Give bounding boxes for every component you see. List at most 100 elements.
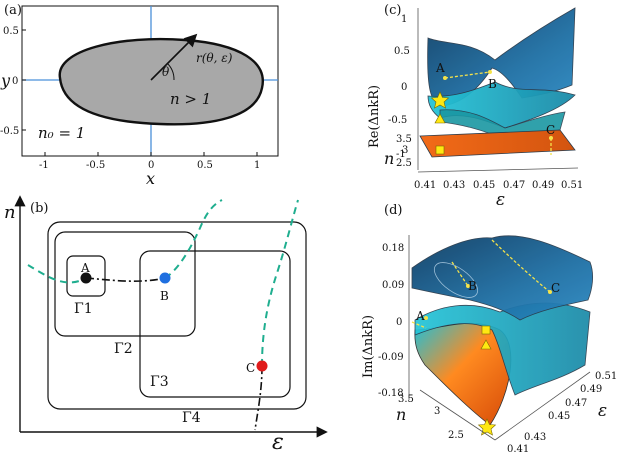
d-surface-upper — [411, 235, 594, 321]
c-point-a-marker — [443, 76, 447, 80]
x-tick: -1 — [39, 160, 49, 171]
y-tick-labels: 0.5 0 -0.5 — [0, 26, 19, 137]
panel-c-label: (c) — [384, 3, 401, 18]
z-tick: 0.18 — [382, 243, 404, 254]
d-triangle-marker — [480, 339, 492, 350]
region-inside-label: n > 1 — [170, 90, 211, 108]
c-eps-tick-labels: 0.41 0.43 0.45 0.47 0.49 0.51 — [414, 180, 583, 191]
c-eps-axis-label: ε — [496, 190, 505, 210]
tick-marks — [22, 29, 258, 156]
loop-gamma1-label: Γ1 — [74, 301, 93, 317]
x-axis-label: x — [146, 169, 155, 188]
c-star-marker — [430, 91, 450, 109]
z-tick: -0.18 — [378, 388, 404, 399]
n-axis-label: n — [4, 202, 16, 223]
radius-arrow — [150, 33, 198, 81]
cavity-shape — [58, 37, 264, 126]
d-n-axis — [419, 389, 496, 441]
x-tick: -0.5 — [86, 160, 105, 171]
dashed-curve-left — [27, 264, 87, 284]
loop-gamma1 — [66, 255, 106, 297]
d-star-marker — [477, 418, 497, 436]
branch-cut-c — [254, 365, 263, 431]
n-tick: 3 — [402, 145, 408, 156]
x-tick: 0 — [148, 160, 154, 171]
eps-tick: 0.49 — [580, 384, 602, 395]
eps-tick: 0.43 — [524, 432, 546, 443]
c-n-tick-labels: 3.5 3 2.5 — [396, 134, 412, 169]
d-point-a-marker — [424, 316, 428, 320]
d-surface-middle — [414, 302, 591, 396]
loop-gamma3 — [139, 250, 291, 398]
point-b-label: B — [160, 289, 169, 303]
loop-gamma2-label: Γ2 — [114, 341, 133, 357]
branch-cut-ab — [85, 277, 166, 282]
panel-c: (c) 1 0.5 0 -0.5 -1 Re(ΔnkR) A B C 3.5 — [367, 3, 583, 210]
d-n-axis-label: n — [396, 405, 406, 424]
eps-axis-label: ε — [272, 430, 284, 455]
z-tick: 1 — [401, 14, 407, 25]
c-ep-path-ab — [444, 71, 491, 79]
eps-tick: 0.47 — [565, 398, 587, 409]
loop-gamma4 — [47, 221, 307, 410]
d-eps-axis-label: ε — [598, 401, 607, 421]
d-point-a-label: A — [415, 309, 425, 323]
c-n-axis-label: n — [384, 149, 394, 168]
y-tick: -0.5 — [0, 126, 19, 137]
y-tick: 0 — [12, 76, 18, 87]
angle-label: θ — [162, 65, 170, 79]
x-tick: 1 — [254, 160, 260, 171]
n-tick: 3.5 — [398, 394, 414, 405]
d-square-marker — [481, 325, 491, 335]
radius-label: r(θ, ε) — [196, 51, 233, 65]
d-contour — [433, 262, 479, 298]
panel-a-frame — [21, 5, 279, 157]
c-z-axis-label: Re(ΔnkR) — [367, 85, 382, 148]
y-tick: 0.5 — [3, 26, 19, 37]
d-z-tick-labels: 0.18 0.09 0 -0.09 -0.18 — [378, 243, 404, 399]
z-tick: 0 — [396, 317, 402, 328]
eps-tick: 0.45 — [473, 180, 495, 191]
panel-a-label: (a) — [4, 3, 22, 18]
y-axis-label: y — [0, 71, 11, 90]
eps-tick: 0.45 — [548, 411, 570, 422]
c-point-b-label: B — [488, 77, 497, 91]
loop-gamma4-label: Γ4 — [182, 410, 201, 426]
loop-gamma3-label: Γ3 — [150, 374, 169, 390]
d-ep-path-a — [411, 321, 427, 329]
z-tick: 0 — [401, 82, 407, 93]
z-tick: 0.09 — [382, 280, 404, 291]
panel-d: (d) 0.18 0.09 0 -0.09 -0.18 Im(ΔnkR) A B… — [361, 203, 617, 455]
n-tick: 3 — [434, 406, 440, 417]
point-a-label: A — [80, 261, 90, 275]
c-square-marker — [435, 145, 445, 155]
x-tick: 0.5 — [197, 160, 213, 171]
eps-tick: 0.41 — [507, 444, 529, 455]
exceptional-point-b — [159, 272, 171, 284]
exceptional-point-a — [80, 272, 92, 284]
d-ep-path-c — [491, 239, 551, 293]
eps-tick: 0.47 — [503, 180, 525, 191]
point-c-label: C — [246, 361, 255, 375]
d-eps-tick-labels: 0.41 0.43 0.45 0.47 0.49 0.51 — [507, 371, 617, 455]
panel-b-label: (b) — [30, 201, 48, 216]
x-tick-labels: -1 -0.5 0 0.5 1 — [39, 160, 260, 171]
region-outside-label: n₀ = 1 — [38, 124, 85, 142]
d-point-b-marker — [466, 284, 470, 288]
d-point-c-marker — [548, 290, 552, 294]
d-z-axis-label: Im(ΔnkR) — [361, 315, 376, 378]
d-point-c-label: C — [551, 281, 560, 295]
eps-tick: 0.41 — [414, 180, 436, 191]
n-tick: 2.5 — [448, 430, 464, 441]
d-point-b-label: B — [468, 279, 477, 293]
eps-tick: 0.51 — [561, 180, 583, 191]
dashed-curve-mid — [164, 199, 223, 279]
d-eps-axis — [494, 371, 591, 441]
c-point-b-marker — [488, 70, 492, 74]
eps-tick: 0.49 — [532, 180, 554, 191]
panel-a: (a) θ r(θ, ε) n > 1 n₀ = 1 -1 -0.5 0 0.5… — [0, 3, 279, 188]
z-tick: -0.5 — [388, 115, 407, 126]
c-eps-axis — [417, 167, 579, 173]
c-point-c-label: C — [546, 123, 555, 137]
